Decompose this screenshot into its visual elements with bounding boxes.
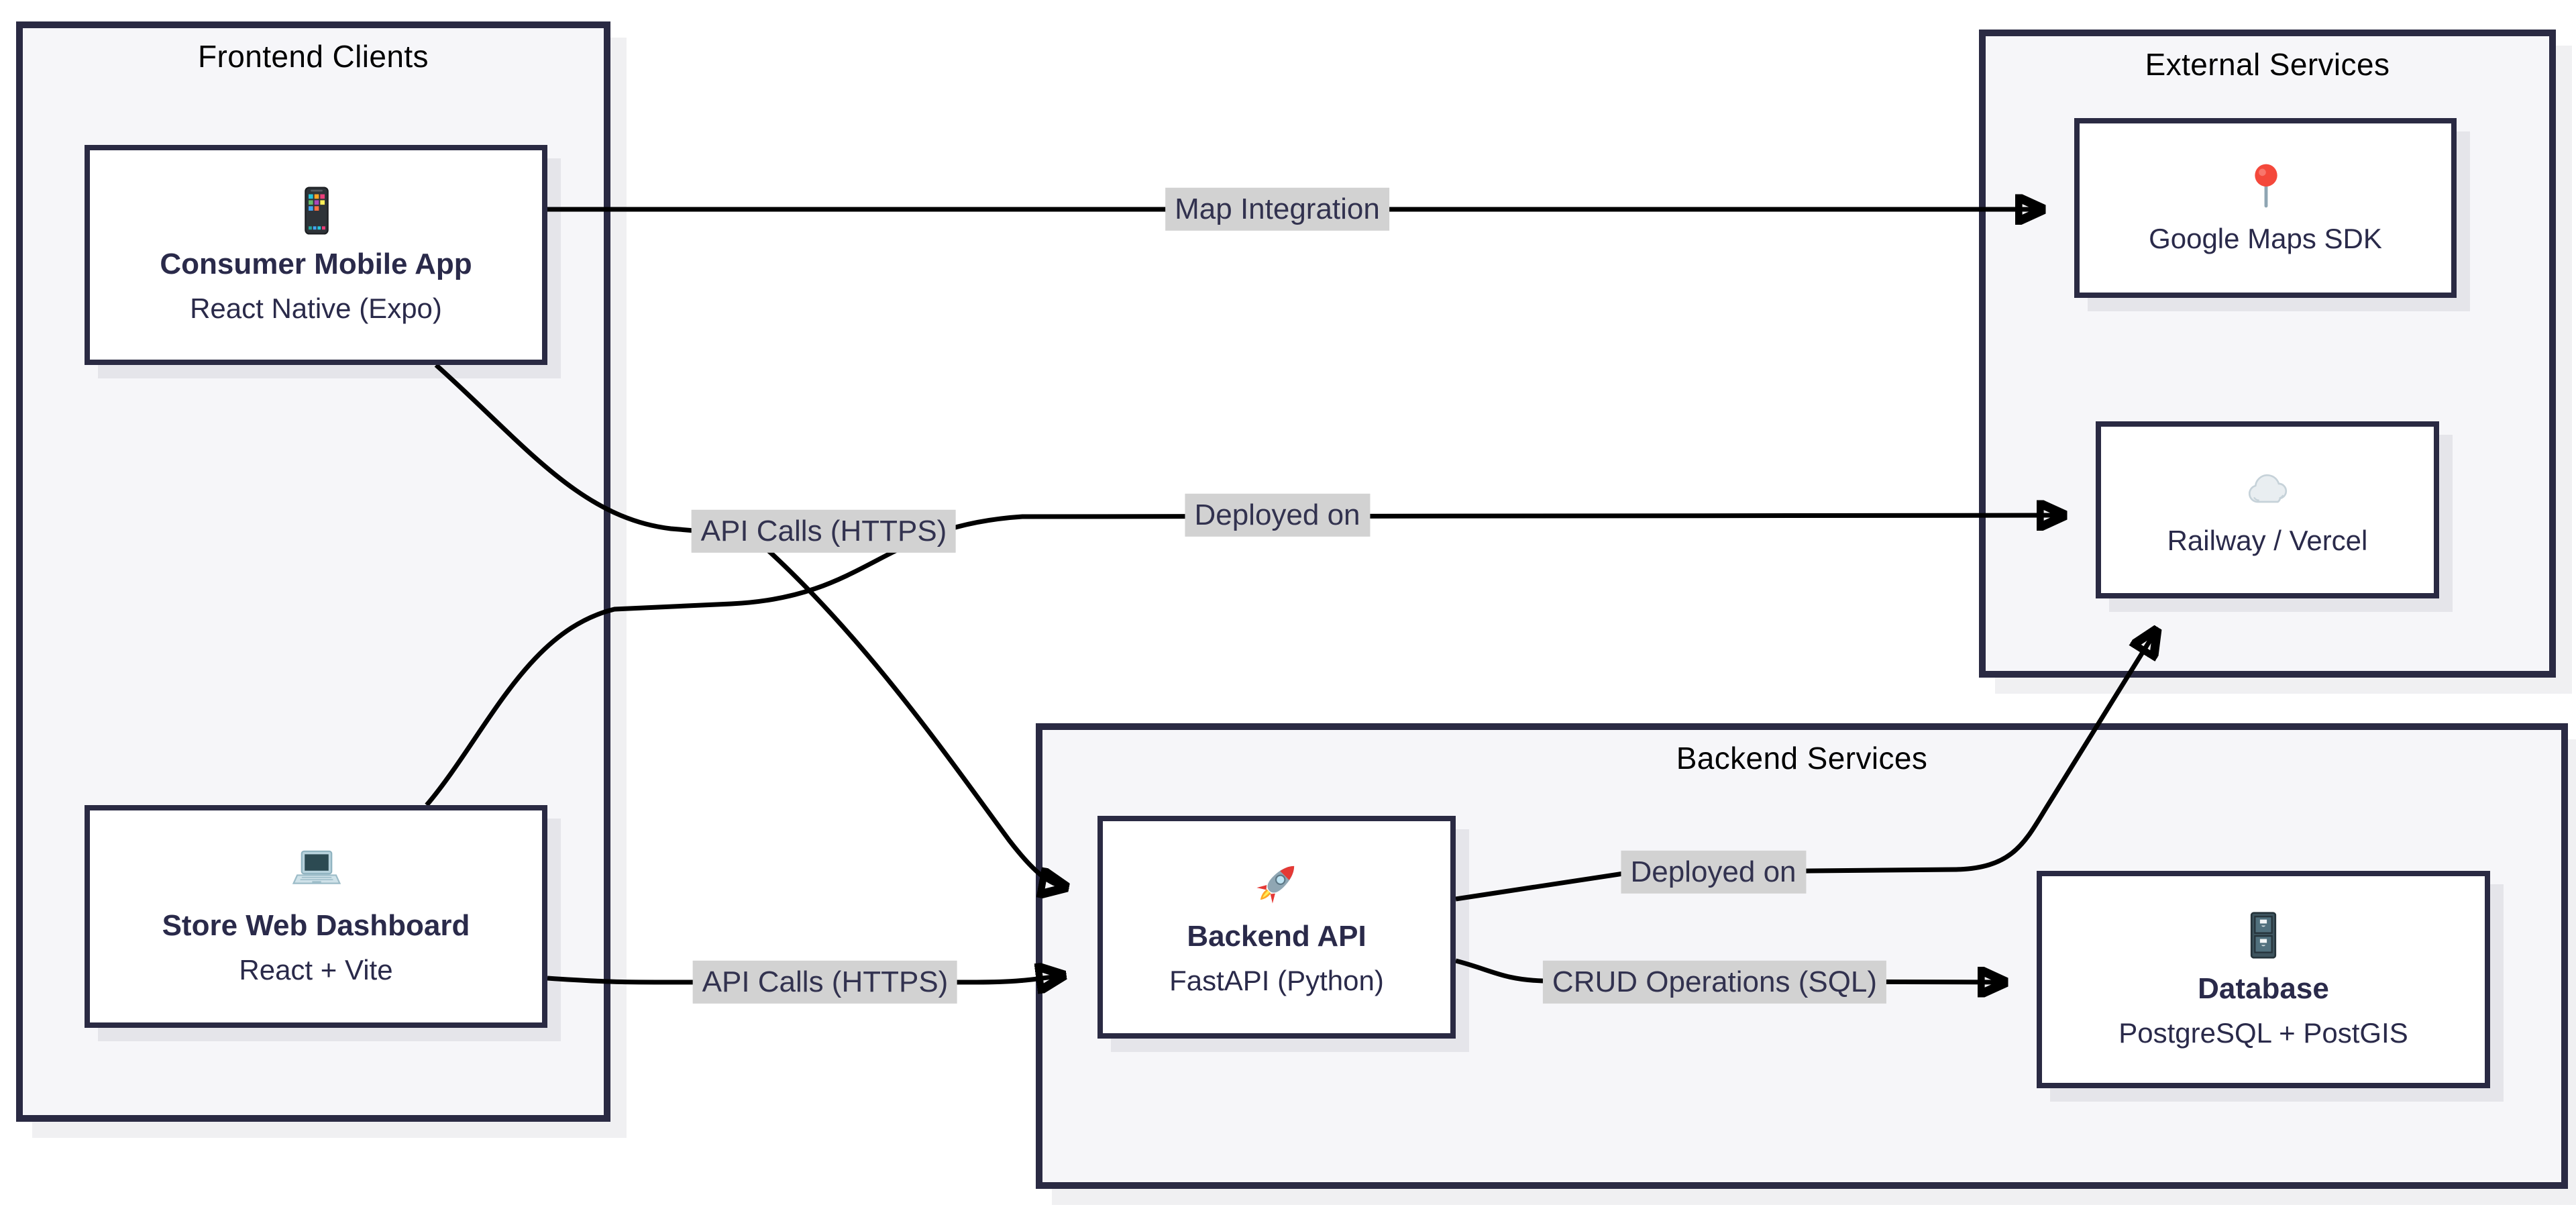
- node-google-maps-sdk: Google Maps SDK: [2074, 118, 2457, 298]
- edge-label-crud-operations-sql: CRUD Operations (SQL): [1542, 960, 1887, 1004]
- node-title: Database: [2198, 971, 2329, 1006]
- edge-label-deployed-on-2: Deployed on: [1621, 850, 1806, 894]
- laptop-icon: [291, 851, 341, 885]
- node-title: Railway / Vercel: [2167, 525, 2368, 557]
- node-subtitle: PostgreSQL + PostGIS: [2118, 1018, 2408, 1049]
- node-database: Database PostgreSQL + PostGIS: [2037, 871, 2490, 1088]
- container-title: External Services: [2145, 47, 2390, 82]
- node-subtitle: React Native (Expo): [190, 293, 442, 325]
- edge-label-deployed-on-1: Deployed on: [1185, 493, 1370, 537]
- mobile-phone-icon: [304, 187, 328, 235]
- node-railway-vercel: Railway / Vercel: [2096, 421, 2439, 598]
- node-consumer-mobile-app: Consumer Mobile App React Native (Expo): [85, 145, 547, 365]
- round-pushpin-icon: [2254, 164, 2277, 208]
- node-title: Backend API: [1187, 919, 1366, 953]
- edge-label-api-calls-https-1: API Calls (HTTPS): [691, 509, 957, 554]
- file-cabinet-icon: [2250, 912, 2277, 959]
- node-subtitle: FastAPI (Python): [1169, 965, 1384, 997]
- node-title: Google Maps SDK: [2149, 223, 2382, 255]
- node-store-web-dashboard: Store Web Dashboard React + Vite: [85, 805, 547, 1028]
- node-subtitle: React + Vite: [239, 955, 393, 986]
- edge-label-map-integration: Map Integration: [1165, 187, 1389, 231]
- edge-label-api-calls-https-2: API Calls (HTTPS): [692, 960, 958, 1004]
- node-title: Consumer Mobile App: [160, 247, 472, 281]
- node-title: Store Web Dashboard: [162, 908, 470, 943]
- container-title: Frontend Clients: [198, 39, 429, 74]
- node-backend-api: Backend API FastAPI (Python): [1097, 816, 1456, 1039]
- container-title: Backend Services: [1676, 741, 1928, 776]
- cloud-icon: [2248, 474, 2288, 503]
- rocket-icon: [1256, 866, 1294, 904]
